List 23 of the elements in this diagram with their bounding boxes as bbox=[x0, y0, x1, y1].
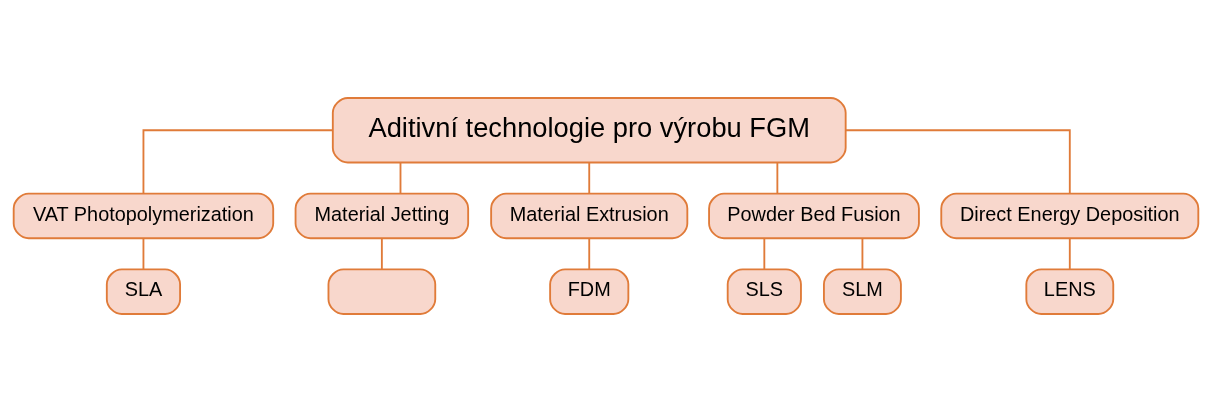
connector bbox=[776, 161, 779, 195]
node-box: FDM bbox=[549, 268, 630, 315]
node-box: Aditivní technologie pro výrobu FGM bbox=[331, 97, 847, 164]
node-box: Powder Bed Fusion bbox=[708, 192, 920, 240]
node-box: VAT Photopolymerization bbox=[12, 192, 275, 240]
connector bbox=[861, 237, 864, 270]
connector bbox=[844, 129, 1071, 195]
node-box: Direct Energy Deposition bbox=[940, 192, 1200, 240]
connector bbox=[142, 129, 334, 195]
node-box bbox=[327, 268, 437, 315]
node-box: SLM bbox=[823, 268, 902, 315]
node-box: SLS bbox=[726, 268, 802, 315]
connector bbox=[588, 161, 591, 195]
connector bbox=[588, 237, 591, 270]
node-box: Material Jetting bbox=[294, 192, 470, 240]
node-box: LENS bbox=[1025, 268, 1115, 315]
node-box: SLA bbox=[105, 268, 181, 315]
connector bbox=[763, 237, 766, 270]
connector bbox=[380, 237, 383, 270]
connector bbox=[1068, 237, 1071, 270]
node-box: Material Extrusion bbox=[490, 192, 689, 240]
connector bbox=[142, 237, 145, 270]
connector bbox=[399, 161, 402, 195]
